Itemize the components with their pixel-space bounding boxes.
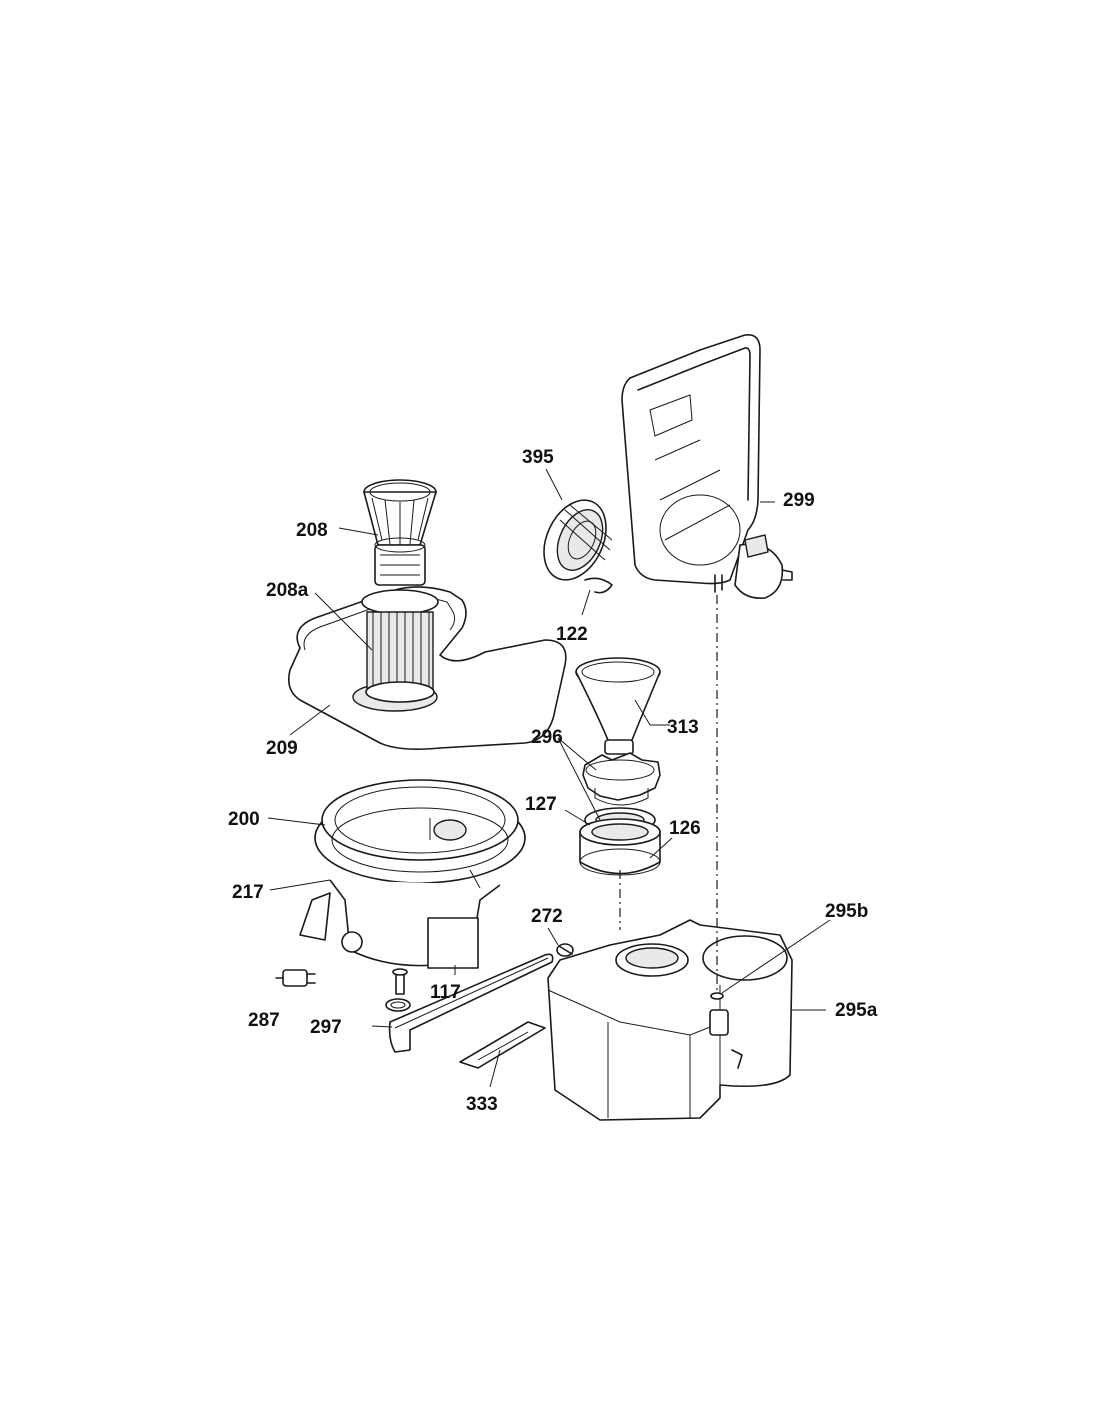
label-209: 209 <box>266 738 298 759</box>
part-208-coarse-filter <box>363 479 437 586</box>
part-117-screw <box>392 968 408 995</box>
part-272-clip <box>556 943 574 957</box>
part-296-salt-cap <box>582 752 661 806</box>
part-299-reservoir <box>621 333 793 600</box>
label-287: 287 <box>248 1010 280 1031</box>
label-126: 126 <box>669 818 701 839</box>
part-295a-softener <box>547 919 793 1121</box>
label-295a: 295a <box>835 1000 878 1021</box>
label-299: 299 <box>783 490 815 511</box>
label-217: 217 <box>232 882 264 903</box>
label-208a: 208a <box>266 580 309 601</box>
label-313: 313 <box>667 717 699 738</box>
leader-lines <box>267 468 831 1088</box>
part-287-sensor <box>275 969 316 987</box>
label-272: 272 <box>531 906 563 927</box>
part-333-plate <box>459 1021 546 1069</box>
part-126-ring <box>579 818 661 876</box>
part-122-seal <box>584 577 613 594</box>
part-295b-oring <box>710 992 724 1000</box>
label-296: 296 <box>531 727 563 748</box>
label-395: 395 <box>522 447 554 468</box>
part-clamp <box>385 998 411 1012</box>
label-208: 208 <box>296 520 328 541</box>
part-297-hose <box>388 953 554 1053</box>
label-297: 297 <box>310 1017 342 1038</box>
part-395-dispenser-cap <box>543 499 613 581</box>
part-labels: 395 299 208 208a 122 313 296 209 127 126… <box>228 447 878 1115</box>
label-295b: 295b <box>825 901 868 922</box>
label-117: 117 <box>430 982 461 1003</box>
label-200: 200 <box>228 809 260 830</box>
part-313-funnel <box>575 657 661 755</box>
part-200-217-sump <box>299 779 526 969</box>
label-127: 127 <box>525 794 557 815</box>
label-122: 122 <box>556 624 588 645</box>
part-208a-mesh-filter <box>361 589 439 703</box>
label-333: 333 <box>466 1094 498 1115</box>
